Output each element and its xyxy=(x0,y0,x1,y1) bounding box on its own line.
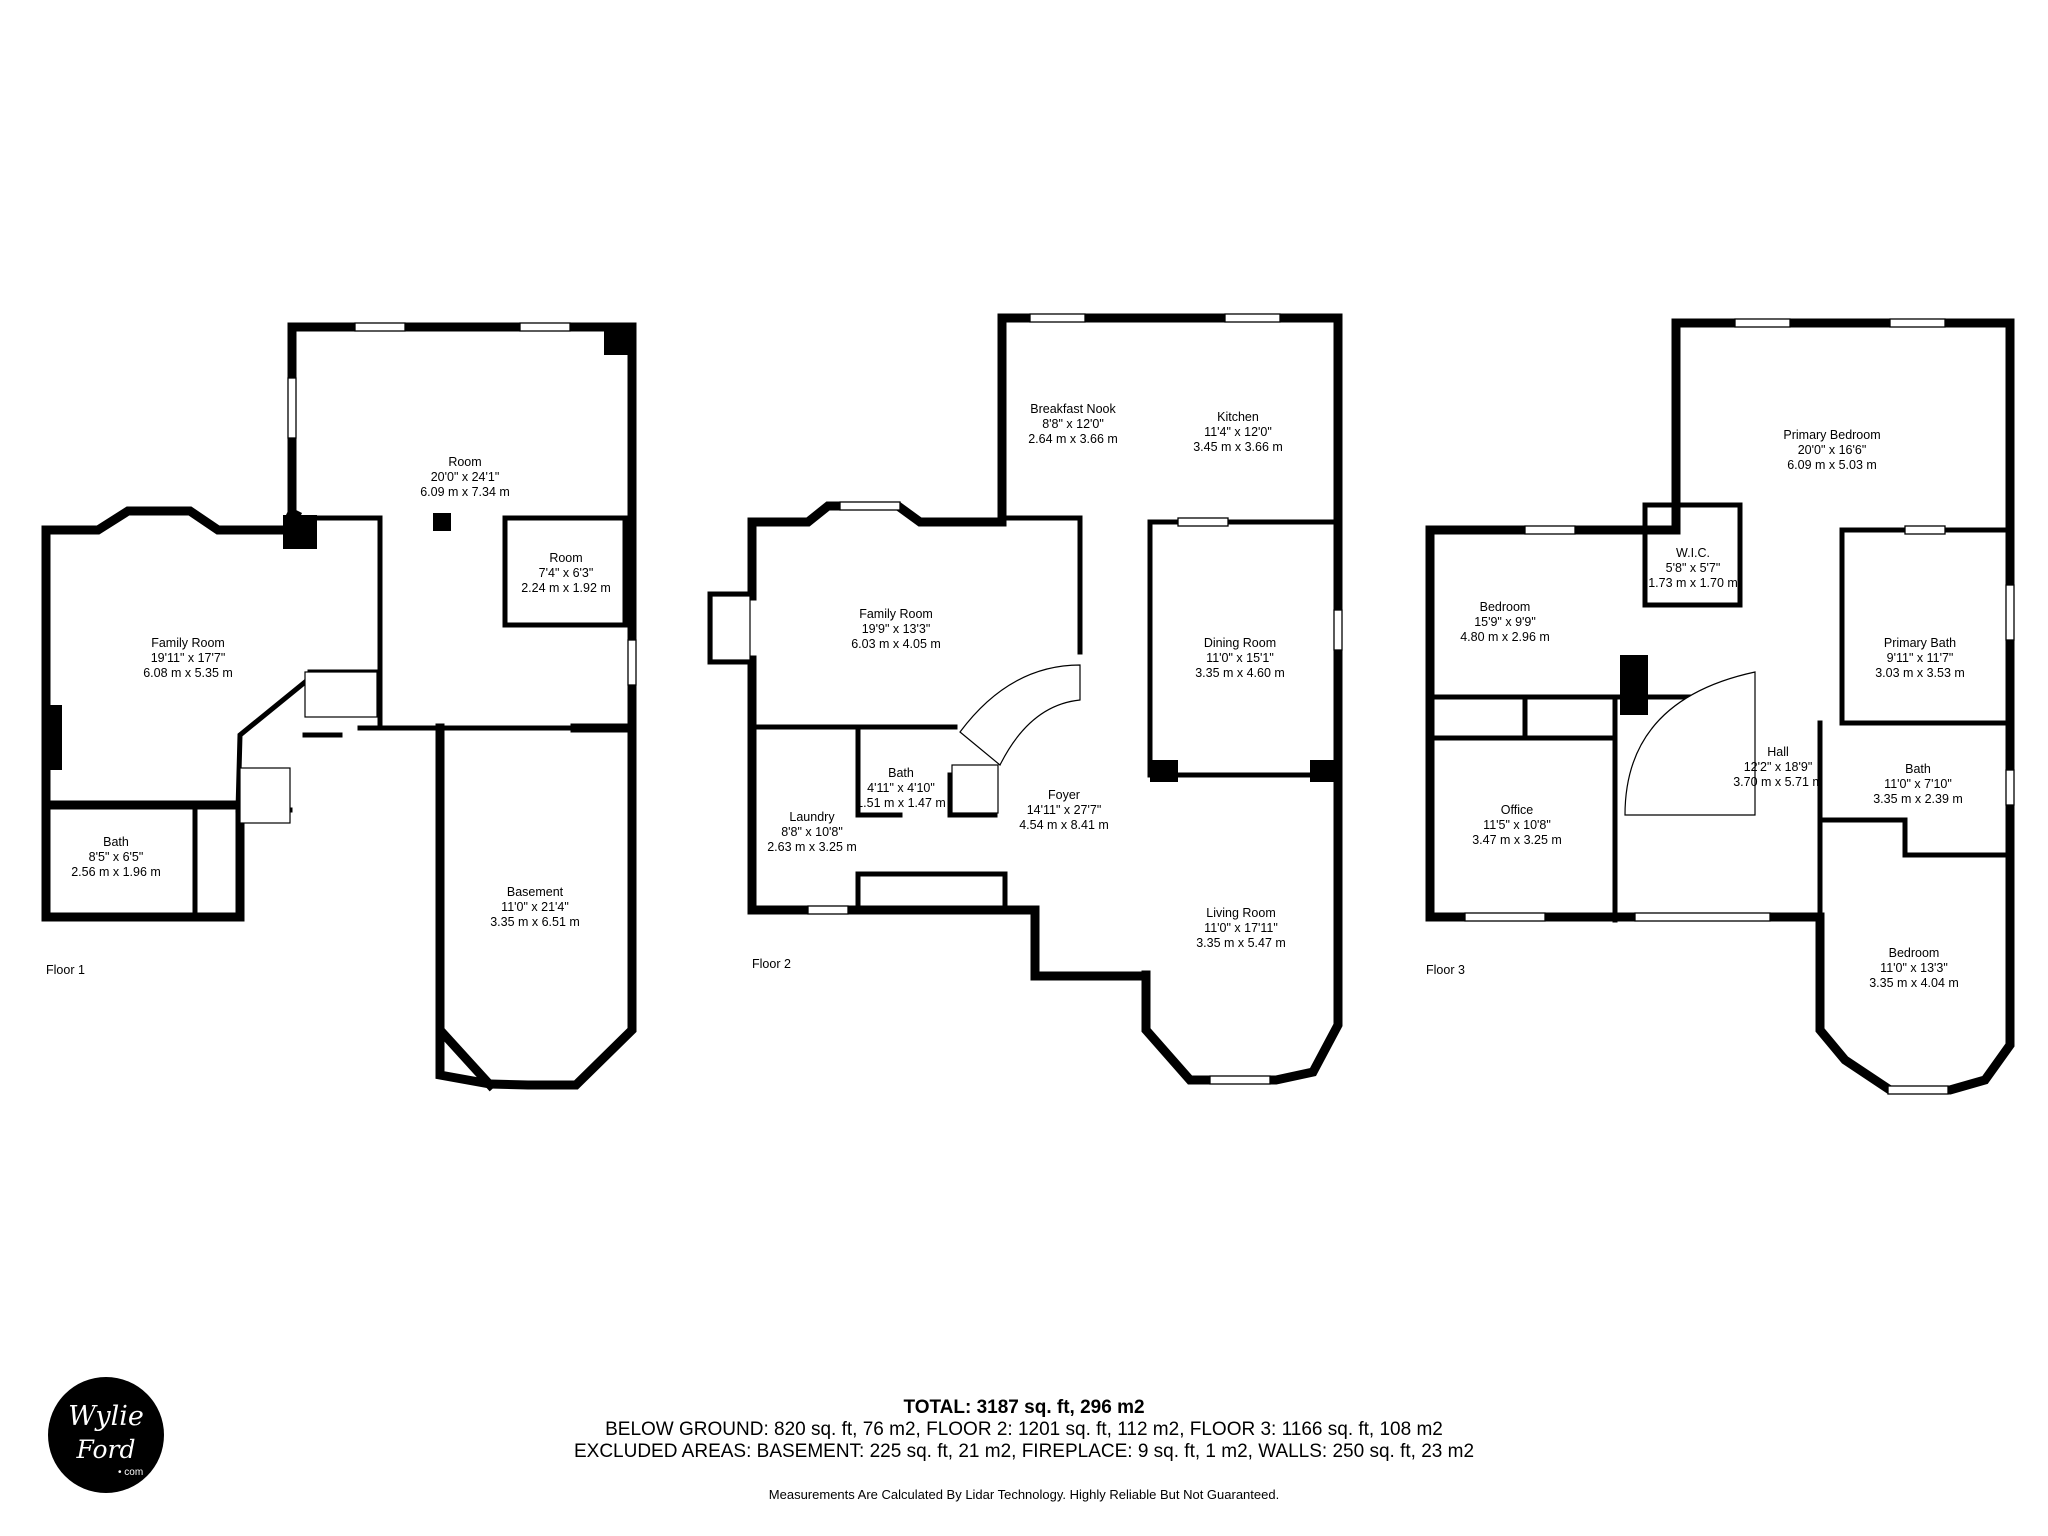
disclaimer: Measurements Are Calculated By Lidar Tec… xyxy=(768,1487,1280,1502)
floor-label: Floor 3 xyxy=(1426,963,1465,977)
floor-3-plan xyxy=(1425,318,2015,1095)
floor-1-plan xyxy=(41,322,637,1092)
floor-2-plan xyxy=(707,313,1343,1085)
logo-line-3: • com xyxy=(118,1467,144,1478)
logo-line-1: Wylie xyxy=(68,1401,144,1432)
area-totals: TOTAL: 3187 sq. ft, 296 m2 BELOW GROUND:… xyxy=(0,1397,2048,1463)
floor-label: Floor 1 xyxy=(46,963,85,977)
floor-label: Floor 2 xyxy=(752,957,791,971)
floor-areas: BELOW GROUND: 820 sq. ft, 76 m2, FLOOR 2… xyxy=(605,1419,1443,1440)
total-area: TOTAL: 3187 sq. ft, 296 m2 xyxy=(903,1397,1145,1418)
excluded-areas: EXCLUDED AREAS: BASEMENT: 225 sq. ft, 21… xyxy=(573,1441,1475,1462)
brand-logo: Wylie Ford • com xyxy=(48,1377,164,1493)
logo-line-2: Ford xyxy=(76,1435,136,1464)
room-label: W.I.C.5'8" x 5'7"1.73 m x 1.70 m xyxy=(1648,546,1738,590)
